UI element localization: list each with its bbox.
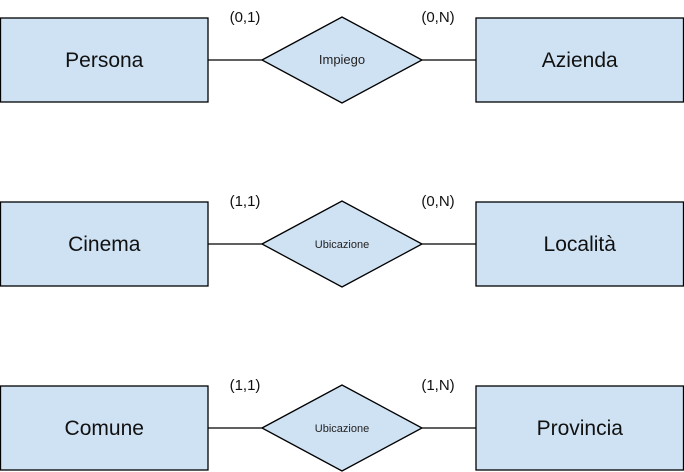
entity-label-right: Località <box>544 233 617 256</box>
entity-box-right <box>475 201 684 287</box>
relationship-diamond <box>260 200 424 288</box>
cardinality-right: (1,N) <box>421 377 454 394</box>
relationship-label: Impiego <box>319 52 365 67</box>
er-row: Comune Provincia Ubicazione (1,1) (1,N) <box>0 377 684 472</box>
entity-label-right: Azienda <box>542 49 618 72</box>
entity-label-left: Persona <box>65 49 144 72</box>
entity-box-right <box>475 17 684 103</box>
relationship-label: Ubicazione <box>315 239 369 251</box>
relationship-label: Ubicazione <box>315 423 369 435</box>
entity-label-left: Cinema <box>68 233 141 256</box>
entity-label-left: Comune <box>65 417 144 440</box>
relationship-diamond <box>260 16 424 104</box>
entity-box-left <box>0 201 209 287</box>
entity-box-left <box>0 17 209 103</box>
relationship-diamond <box>260 384 424 472</box>
entity-box-left <box>0 385 209 471</box>
cardinality-left: (1,1) <box>230 193 261 210</box>
cardinality-left: (1,1) <box>230 377 261 394</box>
cardinality-left: (0,1) <box>230 9 261 26</box>
cardinality-right: (0,N) <box>421 9 454 26</box>
er-row: Persona Azienda Impiego (0,1) (0,N) <box>0 9 684 104</box>
entity-label-right: Provincia <box>537 417 624 440</box>
er-row: Cinema Località Ubicazione (1,1) (0,N) <box>0 193 684 288</box>
cardinality-right: (0,N) <box>421 193 454 210</box>
